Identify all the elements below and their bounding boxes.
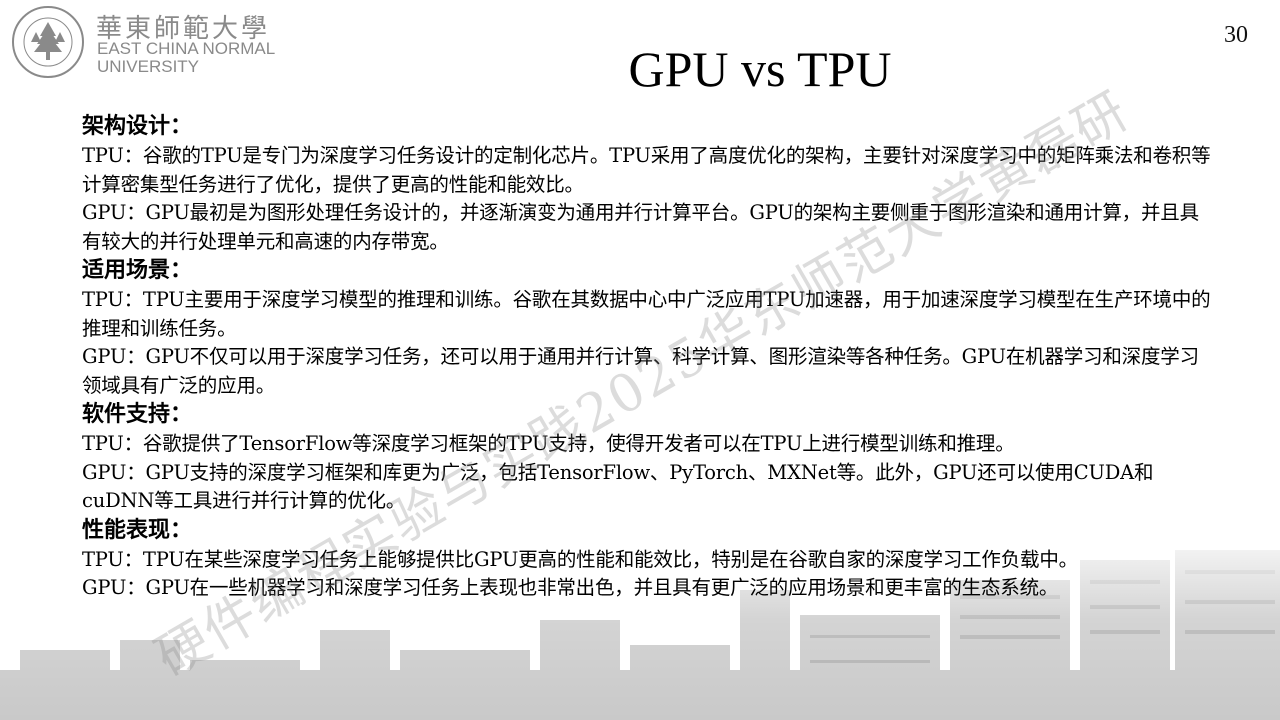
section-heading: 性能表现：	[82, 517, 193, 543]
section-heading: 软件支持：	[82, 402, 193, 427]
university-name-english: EAST CHINA NORMAL UNIVERSITY	[97, 40, 275, 76]
university-seal-icon	[12, 6, 84, 78]
university-name-chinese: 華東師範大學	[96, 14, 271, 44]
slide-content: 架构设计： TPU：谷歌的TPU是专门为深度学习任务设计的定制化芯片。TPU采用…	[82, 112, 1212, 603]
section-heading: 架构设计：	[82, 114, 193, 139]
university-name-english-line1: EAST CHINA NORMAL	[97, 39, 276, 58]
section-software-support: 软件支持： TPU：谷歌提供了TensorFlow等深度学习框架的TPU支持，使…	[82, 400, 1212, 516]
section-use-cases: 适用场景： TPU：TPU主要用于深度学习模型的推理和训练。谷歌在其数据中心中广…	[82, 256, 1212, 400]
gpu-paragraph: GPU：GPU支持的深度学习框架和库更为广泛，包括TensorFlow、PyTo…	[82, 460, 1154, 513]
page-title: GPU vs TPU	[628, 41, 892, 97]
tpu-paragraph: TPU：谷歌提供了TensorFlow等深度学习框架的TPU支持，使得开发者可以…	[82, 432, 1015, 455]
tpu-paragraph: TPU：谷歌的TPU是专门为深度学习任务设计的定制化芯片。TPU采用了高度优化的…	[82, 144, 1211, 196]
page-number: 30	[1224, 22, 1248, 48]
tpu-paragraph: TPU：TPU在某些深度学习任务上能够提供比GPU更高的性能和能效比，特别是在谷…	[82, 547, 1078, 571]
campus-skyline-image	[0, 520, 1280, 720]
section-performance: 性能表现： TPU：TPU在某些深度学习任务上能够提供比GPU更高的性能和能效比…	[82, 516, 1212, 603]
section-heading: 适用场景：	[82, 258, 193, 283]
section-architecture: 架构设计： TPU：谷歌的TPU是专门为深度学习任务设计的定制化芯片。TPU采用…	[82, 112, 1212, 256]
gpu-paragraph: GPU：GPU最初是为图形处理任务设计的，并逐渐演变为通用并行计算平台。GPU的…	[82, 201, 1199, 253]
gpu-paragraph: GPU：GPU在一些机器学习和深度学习任务上表现也非常出色，并且具有更广泛的应用…	[82, 576, 1059, 599]
university-name-english-line2: UNIVERSITY	[97, 57, 200, 76]
tpu-paragraph: TPU：TPU主要用于深度学习模型的推理和训练。谷歌在其数据中心中广泛应用TPU…	[82, 288, 1211, 340]
gpu-paragraph: GPU：GPU不仅可以用于深度学习任务，还可以用于通用并行计算、科学计算、图形渲…	[82, 345, 1199, 397]
university-logo: 華東師範大學 EAST CHINA NORMAL UNIVERSITY	[10, 4, 290, 80]
